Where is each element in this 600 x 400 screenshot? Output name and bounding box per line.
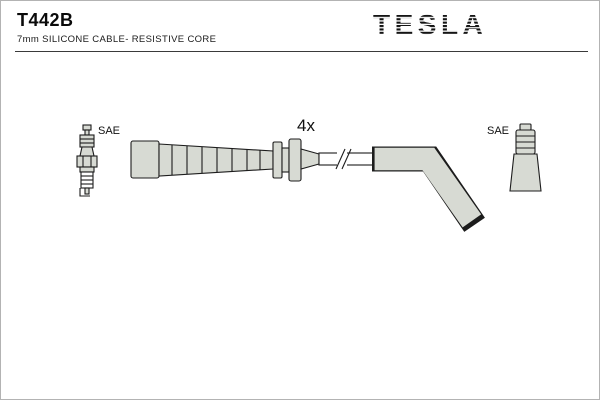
part-number: T442B (17, 10, 74, 30)
cable-break-slash (341, 148, 352, 170)
quantity-label: 4x (297, 116, 315, 135)
left-end-cap (130, 140, 160, 179)
sae-label-right: SAE (487, 125, 509, 137)
cable-break-slash (335, 148, 346, 170)
ignition-cable-assembly (130, 138, 485, 232)
boot-flange (272, 141, 283, 179)
cable-break-gap (337, 150, 347, 168)
header-divider (15, 51, 588, 52)
sae-label-left: SAE (98, 125, 120, 137)
terminal-boot-icon (509, 123, 542, 192)
cable-kit-diagram: SAE 4x (76, 116, 542, 232)
tapered-boot-body (158, 143, 274, 177)
boot-collar (288, 138, 302, 182)
brand-logo-text: TESLA (373, 9, 487, 40)
subtitle: 7mm SILICONE CABLE- RESISTIVE CORE (17, 34, 217, 45)
brand-logo: TESLA (373, 9, 487, 40)
spark-plug-icon (76, 124, 98, 197)
right-boot-body (374, 147, 482, 228)
